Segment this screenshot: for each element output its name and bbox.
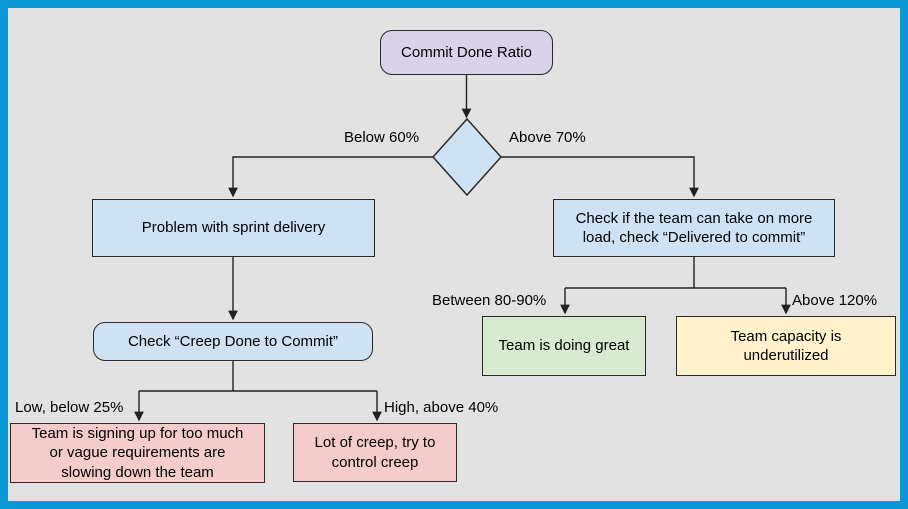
decision-diamond bbox=[431, 117, 503, 197]
node-check-creep-done-to-commit: Check “Creep Done to Commit” bbox=[93, 322, 373, 361]
node-lot-of-creep: Lot of creep, try to control creep bbox=[293, 423, 457, 482]
edge-label-high-above-40: High, above 40% bbox=[384, 399, 499, 416]
node-underutilized-line1: Team capacity is bbox=[730, 327, 842, 345]
node-commit-done-ratio: Commit Done Ratio bbox=[380, 30, 553, 75]
edge-label-below-60: Below 60% bbox=[344, 129, 420, 146]
node-team-capacity-underutilized: Team capacity is underutilized bbox=[676, 316, 896, 376]
node-check-creep-label: Check “Creep Done to Commit” bbox=[127, 332, 339, 350]
node-signing-up-too-much: Team is signing up for too much or vague… bbox=[10, 423, 265, 483]
node-check-team-load-line1: Check if the team can take on more bbox=[575, 209, 813, 227]
node-signing-up-line1: Team is signing up for too much bbox=[31, 424, 244, 442]
node-problem-sprint-delivery-label: Problem with sprint delivery bbox=[141, 219, 326, 237]
edge-label-between-80-90: Between 80-90% bbox=[432, 292, 547, 309]
node-team-doing-great-label: Team is doing great bbox=[498, 337, 630, 355]
connector-decision-to-problem bbox=[228, 156, 433, 198]
node-check-team-load-line2: load, check “Delivered to commit” bbox=[582, 229, 806, 246]
node-commit-done-ratio-label: Commit Done Ratio bbox=[401, 43, 532, 61]
node-lot-of-creep-line2: control creep bbox=[331, 453, 419, 471]
node-underutilized-line2: underutilized bbox=[743, 347, 829, 364]
node-lot-of-creep-line1: Lot of creep, try to bbox=[314, 434, 436, 451]
connector-decision-to-checkload bbox=[501, 156, 699, 198]
edge-label-above-70: Above 70% bbox=[509, 129, 586, 146]
edge-label-above-120: Above 120% bbox=[792, 292, 878, 309]
node-check-team-load: Check if the team can take on more load,… bbox=[553, 199, 835, 257]
node-team-doing-great: Team is doing great bbox=[482, 316, 646, 376]
node-signing-up-line3: slowing down the team bbox=[61, 463, 214, 481]
edge-label-low-below-25: Low, below 25% bbox=[15, 399, 124, 416]
node-problem-sprint-delivery: Problem with sprint delivery bbox=[92, 199, 375, 257]
node-signing-up-line2: or vague requirements are bbox=[49, 444, 226, 462]
